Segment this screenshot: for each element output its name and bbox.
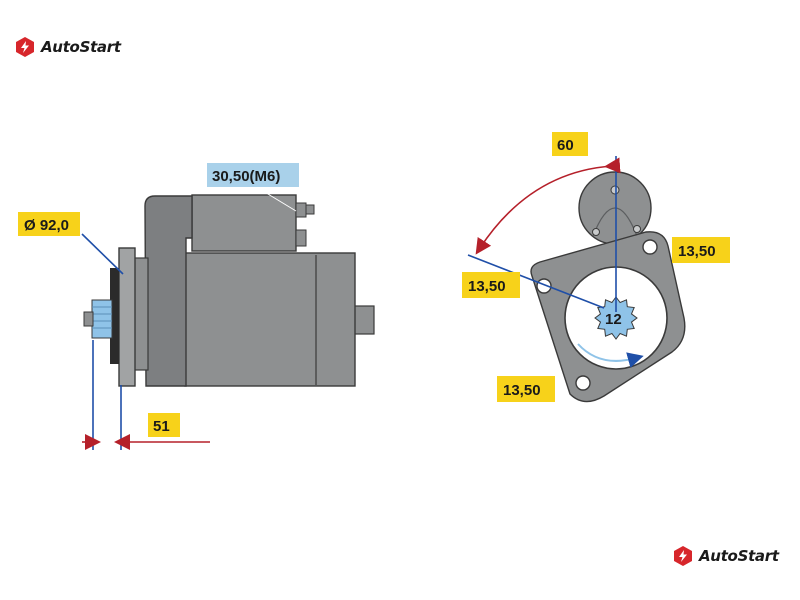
label-hole-right-text: 13,50 (678, 243, 716, 260)
autostart-logo-bottom: AutoStart (672, 545, 779, 567)
label-diameter: Ø 92,0 (18, 212, 80, 236)
pinion-front (594, 296, 638, 340)
flange-gasket (110, 268, 119, 364)
nose-cone (133, 257, 149, 371)
drive-housing (144, 195, 193, 387)
label-hole-right: 13,50 (672, 237, 730, 263)
rotation-arrow (577, 343, 644, 368)
label-terminal-text: 30,50(M6) (212, 168, 280, 185)
label-angle-text: 60 (557, 137, 574, 154)
label-hole-left: 13,50 (462, 272, 520, 298)
brand-name-bottom: AutoStart (699, 547, 779, 565)
label-hole-bottom-text: 13,50 (503, 382, 541, 399)
shaft-tip (83, 311, 94, 327)
mount-hole-right (642, 239, 658, 255)
label-angle: 60 (552, 132, 588, 156)
terminal-leader (257, 187, 297, 212)
terminal-stud-lower (295, 229, 307, 247)
motor-body (184, 252, 356, 387)
label-offset: 51 (148, 413, 180, 437)
solenoid (191, 194, 297, 252)
side-view (81, 187, 375, 450)
mount-hole-bottom (575, 375, 591, 391)
terminal-stud-upper (295, 202, 307, 218)
label-diameter-text: Ø 92,0 (24, 217, 69, 234)
angle-reference-line (467, 254, 605, 309)
autostart-logo-icon (16, 37, 34, 57)
brand-name: AutoStart (41, 38, 121, 56)
label-teeth-text: 12 (605, 311, 622, 328)
angle-arc (475, 157, 621, 255)
autostart-logo-icon (674, 546, 692, 566)
front-view (467, 156, 686, 403)
pinion-gear (91, 299, 113, 339)
label-offset-text: 51 (153, 418, 170, 435)
terminal-nut-upper (305, 204, 315, 215)
diameter-leader (81, 233, 124, 275)
label-hole-bottom: 13,50 (497, 376, 555, 402)
label-hole-left-text: 13,50 (468, 278, 506, 295)
label-terminal: 30,50(M6) (207, 163, 299, 187)
mounting-flange (118, 247, 136, 387)
autostart-logo-top: AutoStart (14, 36, 121, 58)
